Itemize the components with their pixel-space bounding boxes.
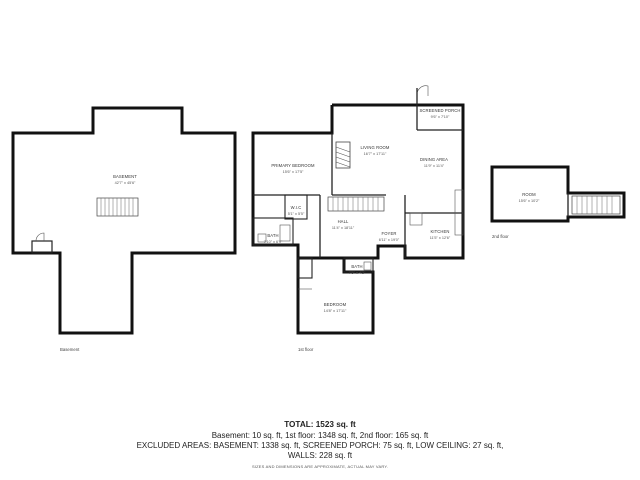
room-name-dining-area: DINING AREA (420, 157, 448, 162)
floor-area-breakdown: Basement: 10 sq. ft, 1st floor: 1348 sq.… (211, 431, 429, 440)
room-dims-dining-area: 11'9" x 11'4" (424, 164, 445, 168)
room-dims-room: 15'6" x 10'2" (519, 199, 540, 203)
basement-closet (31, 232, 53, 254)
room-name-screened-porch: SCREENED PORCH (420, 108, 461, 113)
floor-label-first: 1st floor (298, 347, 314, 352)
room-name-bedroom: BEDROOM (324, 302, 347, 307)
first-floor-stairs (327, 196, 385, 212)
room-name-living-room: LIVING ROOM (360, 145, 389, 150)
basement-stairs (96, 197, 139, 217)
room-name-foyer: FOYER (382, 231, 397, 236)
second-floor-plan: ROOM 15'6" x 10'2" 2nd floor (490, 165, 626, 239)
basement-plan: BASEMENT 42'7" x 45'6" Basement (11, 106, 237, 352)
floor-plan-drawing: BASEMENT 42'7" x 45'6" Basement (11, 85, 626, 352)
room-dims-bath-hall: 7'5" x 4'2" (349, 271, 366, 275)
room-dims-bedroom: 14'8" x 17'11" (324, 309, 347, 313)
disclaimer: SIZES AND DIMENSIONS ARE APPROXIMATE, AC… (251, 464, 389, 469)
room-dims-living-room: 16'7" x 17'11" (364, 152, 387, 156)
first-floor-plan: SCREENED PORCH 9'6" x 7'10" LIVING ROOM … (251, 85, 465, 352)
room-dims-screened-porch: 9'6" x 7'10" (431, 115, 450, 119)
room-dims-wic: 5'1" x 5'5" (288, 212, 305, 216)
room-name-kitchen: KITCHEN (430, 229, 449, 234)
room-name-bath-hall: BATH (351, 264, 362, 269)
room-name-basement: BASEMENT (113, 174, 137, 179)
room-dims-foyer: 6'11" x 19'0" (379, 238, 400, 242)
room-name-primary-bedroom: PRIMARY BEDROOM (271, 163, 315, 168)
room-name-bath-primary: BATH (267, 233, 278, 238)
floor-label-second: 2nd floor (492, 234, 509, 239)
room-dims-hall: 11'4" x 18'11" (332, 226, 355, 230)
room-name-wic: W.I.C (291, 205, 302, 210)
floor-label-basement: Basement (60, 347, 80, 352)
room-dims-primary-bedroom: 15'6" x 17'5" (283, 170, 304, 174)
room-dims-kitchen: 11'5" x 12'6" (430, 236, 451, 240)
excluded-areas: EXCLUDED AREAS: BASEMENT: 1338 sq. ft, S… (136, 441, 504, 450)
walls-area: WALLS: 228 sq. ft (287, 451, 353, 460)
room-dims-basement: 42'7" x 45'6" (115, 181, 136, 185)
total-area: TOTAL: 1523 sq. ft (284, 420, 356, 429)
room-dims-bath-primary: 7'10" x 6'9" (264, 240, 283, 244)
second-floor-stairs (571, 195, 621, 215)
room-name-hall: HALL (338, 219, 349, 224)
room-name-room: ROOM (522, 192, 536, 197)
